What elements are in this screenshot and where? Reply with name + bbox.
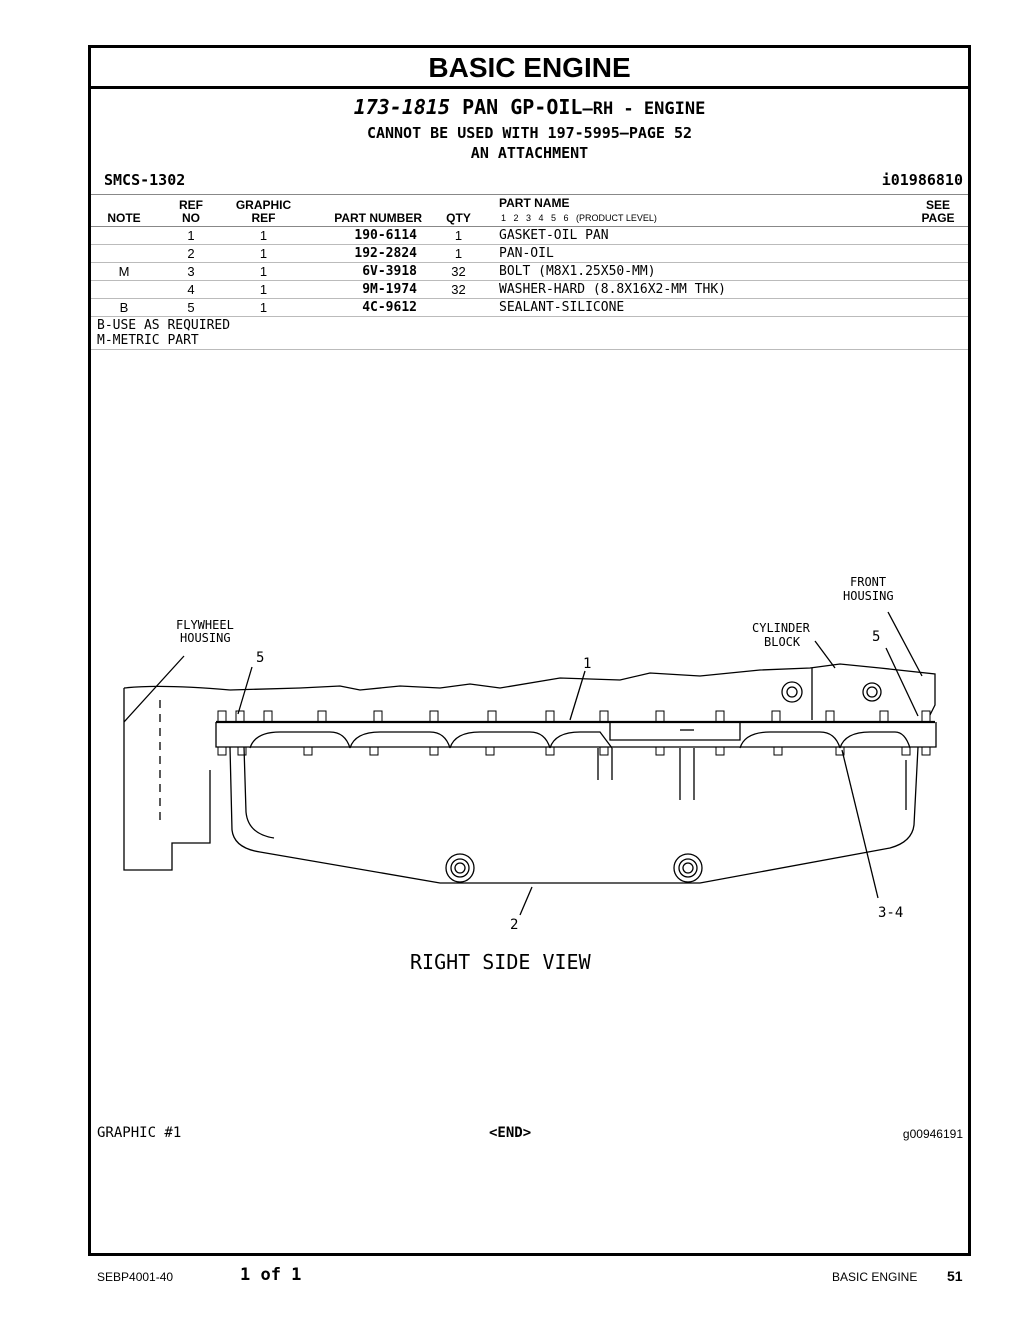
- col-see-1: SEE: [925, 198, 950, 212]
- part-number[interactable]: 190-6114: [354, 228, 417, 243]
- graphic-id: g00946191: [902, 1127, 963, 1141]
- part-name: PAN-OIL: [499, 246, 554, 261]
- callout-3-4: 3-4: [878, 905, 903, 921]
- group-title: 173-1815 PAN GP-OIL—RH - ENGINE: [91, 95, 968, 119]
- part-name: GASKET-OIL PAN: [499, 228, 609, 243]
- graphic-label: GRAPHIC #1: [97, 1125, 182, 1141]
- page-number: 51: [947, 1268, 963, 1284]
- group-number: 173-1815: [353, 95, 451, 119]
- group-name: PAN GP-OIL: [462, 95, 583, 119]
- group-suffix: —RH - ENGINE: [582, 99, 706, 119]
- note-b: B-USE AS REQUIRED: [97, 318, 231, 333]
- col-note: NOTE: [107, 211, 141, 225]
- product-levels: 1 2 3 4 5 6 (PRODUCT LEVEL): [501, 213, 657, 223]
- callout-2: 2: [510, 917, 518, 933]
- part-name: SEALANT-SILICONE: [499, 300, 625, 315]
- table-header-rule: [91, 226, 968, 227]
- page-frame: BASIC ENGINE 173-1815 PAN GP-OIL—RH - EN…: [88, 45, 971, 1256]
- label-flywheel: FLYWHEEL: [176, 618, 234, 632]
- part-number[interactable]: 6V-3918: [362, 264, 417, 279]
- note-m: M-METRIC PART: [97, 333, 199, 348]
- part-number[interactable]: 192-2824: [354, 246, 417, 261]
- part-number[interactable]: 9M-1974: [362, 282, 417, 297]
- col-ref-1: REF: [179, 198, 203, 212]
- label-cylinder-block: BLOCK: [764, 635, 801, 649]
- label-flywheel-housing: HOUSING: [180, 631, 231, 645]
- ident-code: i01986810: [881, 171, 963, 189]
- label-front-housing: HOUSING: [843, 589, 894, 603]
- col-graphic-2: REF: [251, 211, 276, 225]
- callout-5-left: 5: [256, 650, 264, 666]
- col-graphic-1: GRAPHIC: [235, 198, 292, 212]
- col-part-number: PART NUMBER: [334, 211, 422, 225]
- part-name: WASHER-HARD (8.8X16X2-MM THK): [499, 282, 726, 297]
- callout-5-right: 5: [872, 629, 880, 645]
- table-top-rule: [91, 194, 968, 195]
- page-title: BASIC ENGINE: [91, 48, 968, 89]
- view-label: RIGHT SIDE VIEW: [410, 950, 592, 974]
- page-count: 1 of 1: [240, 1265, 302, 1285]
- col-part-name: PART NAME: [499, 196, 570, 210]
- compat-note: CANNOT BE USED WITH 197-5995—PAGE 52: [366, 124, 693, 142]
- part-name: BOLT (M8X1.25X50-MM): [499, 264, 656, 279]
- part-number[interactable]: 4C-9612: [362, 300, 417, 315]
- doc-number: SEBP4001-40: [97, 1270, 174, 1284]
- section-name: BASIC ENGINE: [832, 1270, 918, 1284]
- label-front: FRONT: [850, 575, 886, 589]
- smcs-code: SMCS-1302: [104, 171, 186, 189]
- compat-note-2: AN ATTACHMENT: [470, 144, 589, 162]
- callout-1: 1: [583, 656, 591, 672]
- label-cylinder: CYLINDER: [752, 621, 811, 635]
- col-ref-2: NO: [182, 211, 200, 225]
- col-qty: QTY: [446, 211, 471, 225]
- col-see-2: PAGE: [921, 211, 955, 225]
- end-marker: <END>: [489, 1125, 532, 1141]
